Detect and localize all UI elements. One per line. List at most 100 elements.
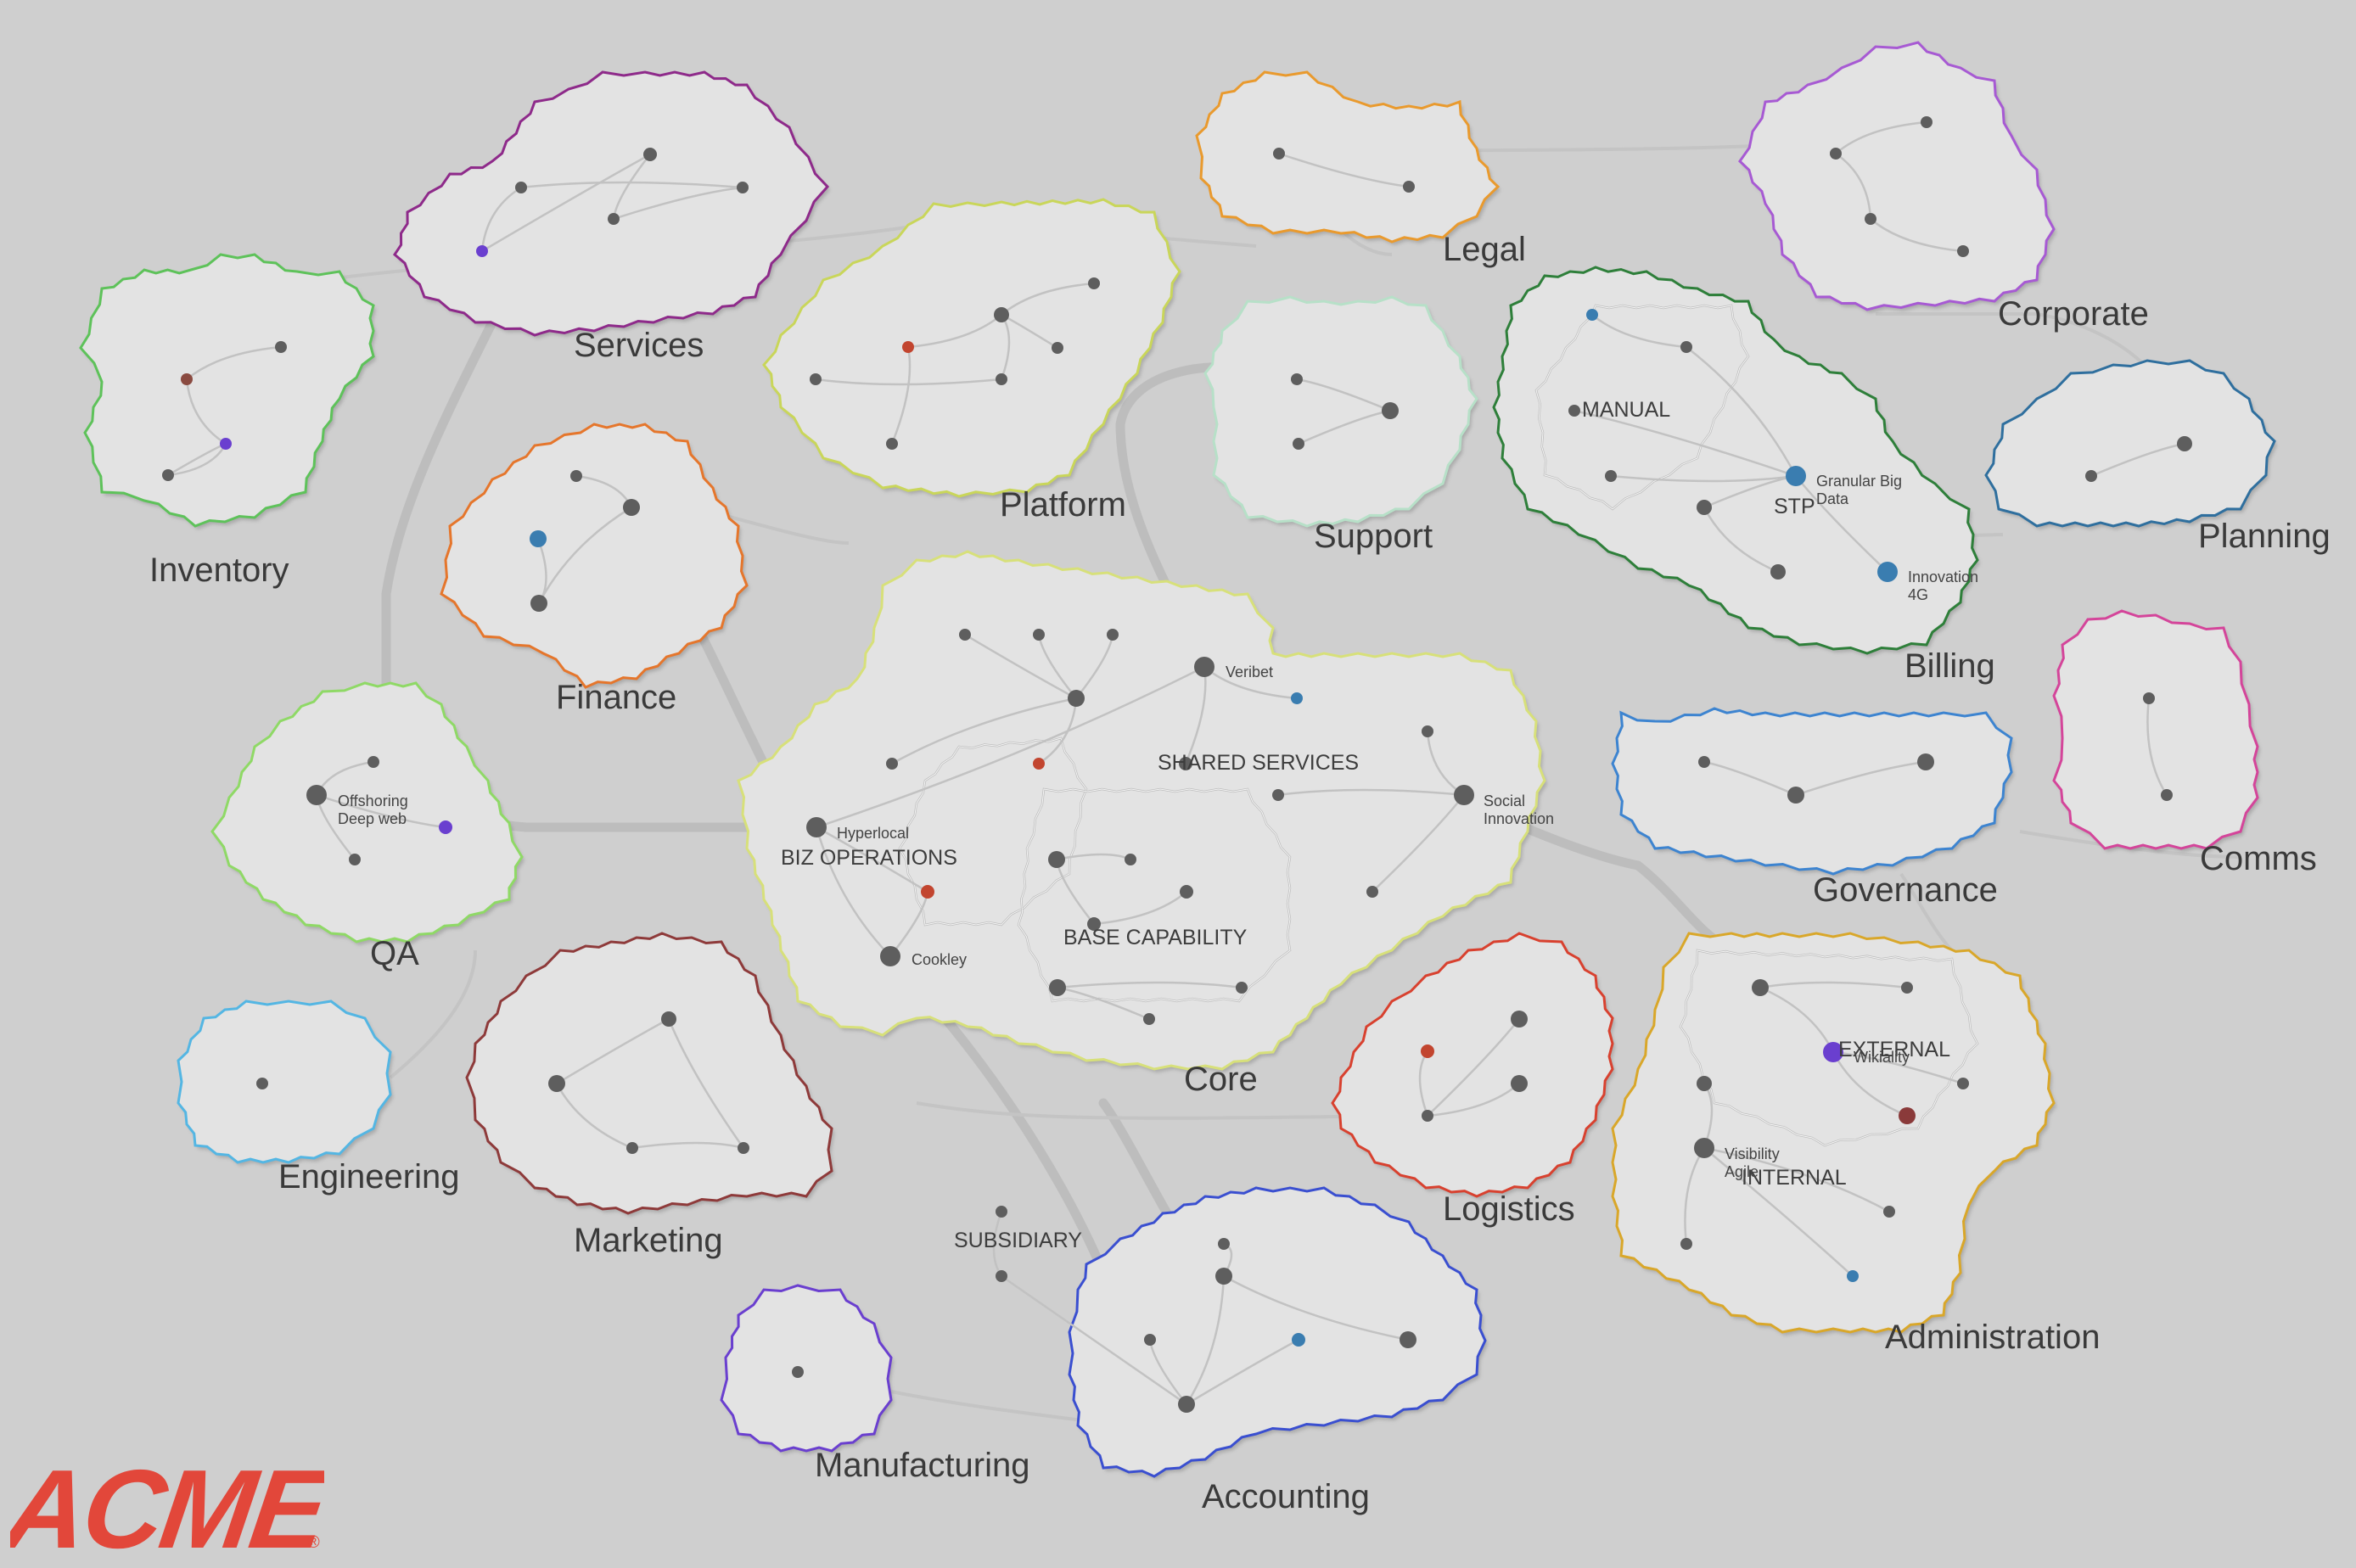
node-core19[interactable] <box>1087 917 1101 931</box>
node-bil4[interactable] <box>1605 470 1617 482</box>
node-gov2[interactable] <box>1787 787 1804 804</box>
node-acc7[interactable] <box>1400 1331 1416 1348</box>
node-core15[interactable] <box>1125 854 1136 865</box>
node-inv4[interactable] <box>162 469 174 481</box>
node-core23[interactable] <box>1143 1013 1155 1025</box>
node-cor3[interactable] <box>1865 213 1876 225</box>
node-svc5[interactable] <box>737 182 749 193</box>
node-man1[interactable] <box>792 1366 804 1378</box>
node-inv3[interactable] <box>220 438 232 450</box>
node-qa1[interactable] <box>367 756 379 768</box>
node-adm4[interactable] <box>1957 1078 1969 1089</box>
node-cor1[interactable] <box>1921 116 1932 128</box>
node-svc2[interactable] <box>476 245 488 257</box>
node-plt7[interactable] <box>886 438 898 450</box>
region-platform[interactable] <box>762 198 1181 498</box>
node-fin4[interactable] <box>530 595 547 612</box>
node-adm7[interactable] <box>1694 1138 1714 1158</box>
node-cor2[interactable] <box>1830 148 1842 160</box>
node-acc2[interactable] <box>1218 1238 1230 1250</box>
node-adm10[interactable] <box>1847 1270 1859 1282</box>
node-core11[interactable] <box>1422 725 1433 737</box>
node-adm8[interactable] <box>1883 1206 1895 1218</box>
node-acc8[interactable] <box>1178 1396 1195 1413</box>
node-acc6[interactable] <box>1292 1333 1305 1347</box>
node-core16[interactable] <box>921 885 934 899</box>
region-governance[interactable] <box>1611 707 2013 876</box>
region-support[interactable] <box>1203 295 1478 528</box>
region-inventory[interactable] <box>79 253 375 528</box>
node-core4[interactable] <box>1194 657 1214 677</box>
node-core2[interactable] <box>1033 629 1045 641</box>
node-acc1[interactable] <box>996 1206 1007 1218</box>
node-com1[interactable] <box>2143 692 2155 704</box>
node-mkt2[interactable] <box>548 1075 565 1092</box>
node-mkt4[interactable] <box>738 1142 749 1154</box>
node-svc3[interactable] <box>643 148 657 161</box>
region-administration[interactable] <box>1611 932 2056 1334</box>
region-finance[interactable] <box>440 423 749 689</box>
node-adm6[interactable] <box>1899 1107 1916 1124</box>
node-cor4[interactable] <box>1957 245 1969 257</box>
node-gov1[interactable] <box>1698 756 1710 768</box>
node-fin1[interactable] <box>570 470 582 482</box>
node-bil6[interactable] <box>1697 500 1712 515</box>
node-svc1[interactable] <box>515 182 527 193</box>
node-core3[interactable] <box>1107 629 1119 641</box>
node-plt5[interactable] <box>810 373 822 385</box>
region-manufacturing[interactable] <box>720 1284 893 1453</box>
node-plt2[interactable] <box>994 307 1009 322</box>
node-log1[interactable] <box>1511 1011 1528 1028</box>
node-core21[interactable] <box>1049 979 1066 996</box>
node-eng1[interactable] <box>256 1078 268 1089</box>
node-pln2[interactable] <box>2085 470 2097 482</box>
node-log4[interactable] <box>1422 1110 1433 1122</box>
node-plt1[interactable] <box>902 341 914 353</box>
region-services[interactable] <box>393 70 830 337</box>
node-fin3[interactable] <box>530 530 547 547</box>
node-bil8[interactable] <box>1877 562 1898 582</box>
node-bil1[interactable] <box>1586 309 1598 321</box>
region-comms[interactable] <box>2052 609 2259 850</box>
node-qa4[interactable] <box>349 854 361 865</box>
node-mkt3[interactable] <box>626 1142 638 1154</box>
region-legal[interactable] <box>1195 70 1501 244</box>
node-qa3[interactable] <box>439 820 452 834</box>
node-acc3[interactable] <box>996 1270 1007 1282</box>
node-core10[interactable] <box>1272 789 1284 801</box>
region-engineering[interactable] <box>177 1000 392 1164</box>
node-svc4[interactable] <box>608 213 620 225</box>
node-core1[interactable] <box>959 629 971 641</box>
node-plt4[interactable] <box>1052 342 1063 354</box>
node-adm1[interactable] <box>1752 979 1769 996</box>
region-accounting[interactable] <box>1068 1186 1487 1478</box>
region-logistics[interactable] <box>1331 932 1614 1198</box>
node-adm2[interactable] <box>1901 982 1913 994</box>
node-bil3[interactable] <box>1568 405 1580 417</box>
node-sup2[interactable] <box>1382 402 1399 419</box>
node-inv2[interactable] <box>275 341 287 353</box>
node-bil2[interactable] <box>1680 341 1692 353</box>
node-pln1[interactable] <box>2177 436 2192 451</box>
node-fin2[interactable] <box>623 499 640 516</box>
node-bil7[interactable] <box>1770 564 1786 580</box>
node-core5[interactable] <box>1068 690 1085 707</box>
node-core7[interactable] <box>886 758 898 770</box>
node-sup1[interactable] <box>1291 373 1303 385</box>
node-core13[interactable] <box>806 817 827 837</box>
region-corporate[interactable] <box>1738 41 2056 311</box>
node-acc5[interactable] <box>1144 1334 1156 1346</box>
node-leg2[interactable] <box>1403 181 1415 193</box>
node-adm3[interactable] <box>1823 1042 1843 1062</box>
node-core18[interactable] <box>1366 886 1378 898</box>
region-planning[interactable] <box>1984 359 2276 528</box>
node-leg1[interactable] <box>1273 148 1285 160</box>
region-marketing[interactable] <box>465 932 833 1215</box>
node-acc4[interactable] <box>1215 1268 1232 1285</box>
node-core8[interactable] <box>1033 758 1045 770</box>
node-mkt1[interactable] <box>661 1011 676 1027</box>
node-core6[interactable] <box>1291 692 1303 704</box>
node-log2[interactable] <box>1421 1044 1434 1058</box>
node-sup3[interactable] <box>1293 438 1304 450</box>
node-gov3[interactable] <box>1917 753 1934 770</box>
